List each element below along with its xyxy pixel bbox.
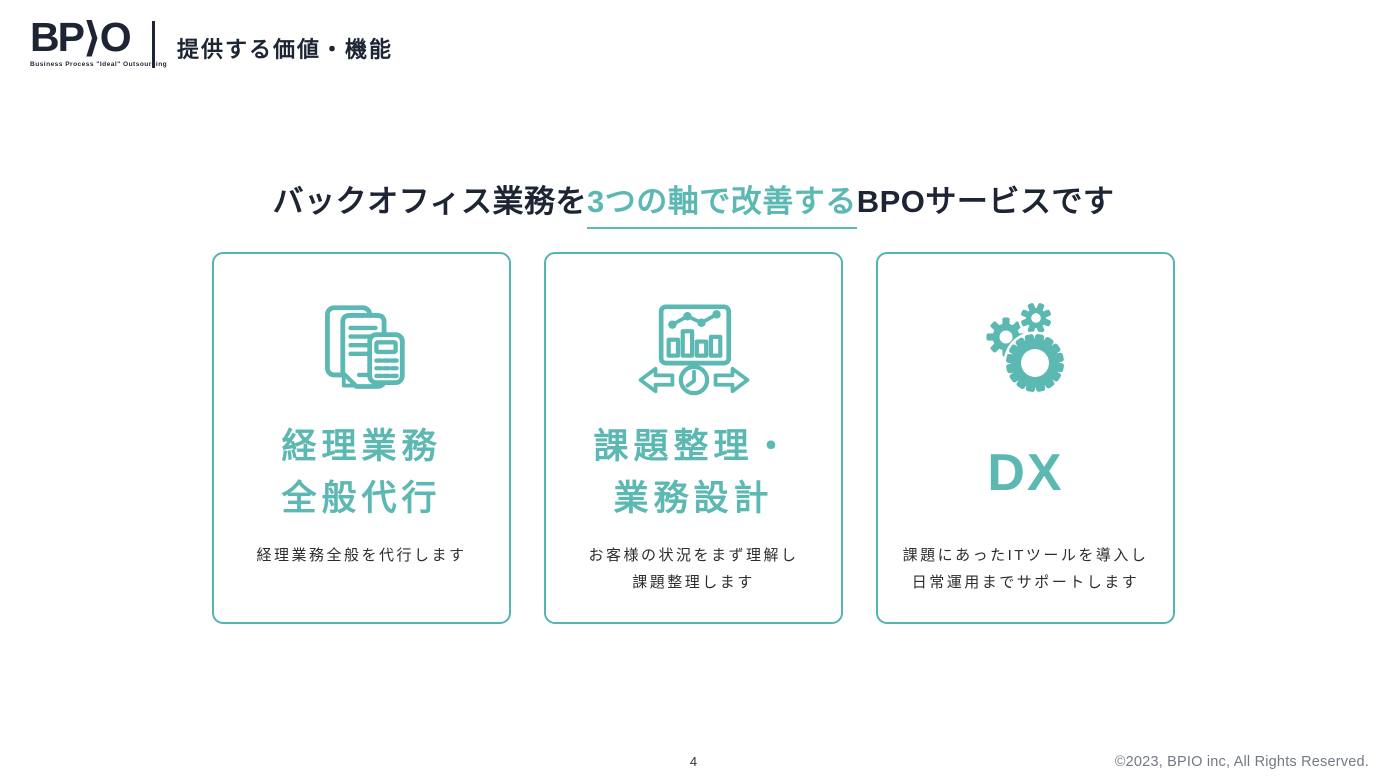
header-divider [152, 21, 155, 68]
card-description-accounting: 経理業務全般を代行します [214, 542, 509, 569]
card-description-line: 課題整理します [632, 574, 755, 591]
card-dx: DX 課題にあったITツールを導入し 日常運用までサポートします [876, 252, 1175, 624]
card-title-line: 課題整理・ [593, 427, 794, 466]
card-description-line: お客様の状況をまず理解し [588, 547, 799, 564]
card-title-line: 経理業務 [281, 427, 442, 466]
copyright-notice: ©2023, BPIO inc, All Rights Reserved. [1114, 754, 1369, 770]
page-title: 提供する価値・機能 [177, 37, 394, 62]
main-title-prefix: バックオフィス業務を [272, 184, 587, 219]
documents-calculator-icon [214, 294, 509, 406]
page-number: 4 [689, 754, 698, 769]
card-title-line: 業務設計 [613, 479, 774, 518]
card-title-dx: DX [878, 420, 1173, 526]
card-description-line: 日常運用までサポートします [911, 574, 1140, 591]
card-title-accounting: 経理業務 全般代行 [214, 420, 509, 526]
card-accounting: 経理業務 全般代行 経理業務全般を代行します [212, 252, 511, 624]
card-title-line: DX [987, 444, 1064, 502]
service-cards: 経理業務 全般代行 経理業務全般を代行します [0, 252, 1387, 624]
bpio-logo-text: BP⟩O [30, 14, 132, 60]
main-title: バックオフィス業務を3つの軸で改善するBPOサービスです [0, 176, 1387, 229]
card-title-process-design: 課題整理・ 業務設計 [546, 420, 841, 526]
main-title-suffix: BPOサービスです [856, 184, 1115, 219]
bpio-logo-tagline: Business Process "Ideal" Outsourcing [30, 61, 168, 68]
chart-clock-arrows-icon [546, 294, 841, 406]
card-process-design: 課題整理・ 業務設計 お客様の状況をまず理解し 課題整理します [544, 252, 843, 624]
bpio-logo: BP⟩O Business Process "Ideal" Outsourcin… [30, 14, 168, 69]
card-description-line: 課題にあったITツールを導入し [902, 547, 1149, 564]
card-description-process-design: お客様の状況をまず理解し 課題整理します [546, 542, 841, 596]
main-title-highlight: 3つの軸で改善する [586, 176, 857, 229]
gears-icon [878, 294, 1173, 406]
card-description-dx: 課題にあったITツールを導入し 日常運用までサポートします [878, 542, 1173, 596]
card-title-line: 全般代行 [281, 479, 442, 518]
card-description-line: 経理業務全般を代行します [256, 547, 467, 564]
